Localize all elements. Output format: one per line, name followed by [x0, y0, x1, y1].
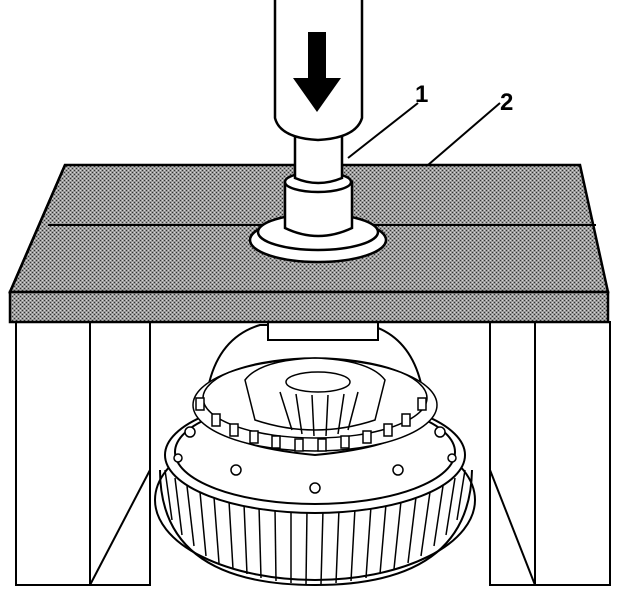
callout-leaders — [347, 102, 501, 166]
right-support-block — [489, 321, 611, 586]
ring-gear-teeth — [159, 469, 473, 587]
bolt-holes — [173, 426, 457, 494]
differential-assembly — [154, 317, 476, 587]
down-arrow-icon — [293, 32, 341, 112]
side-gear — [244, 357, 386, 437]
callout-1-label: 1 — [415, 81, 428, 108]
callout-2-label: 2 — [500, 89, 513, 116]
left-support-block — [15, 321, 151, 586]
installer-tool — [248, 133, 388, 264]
